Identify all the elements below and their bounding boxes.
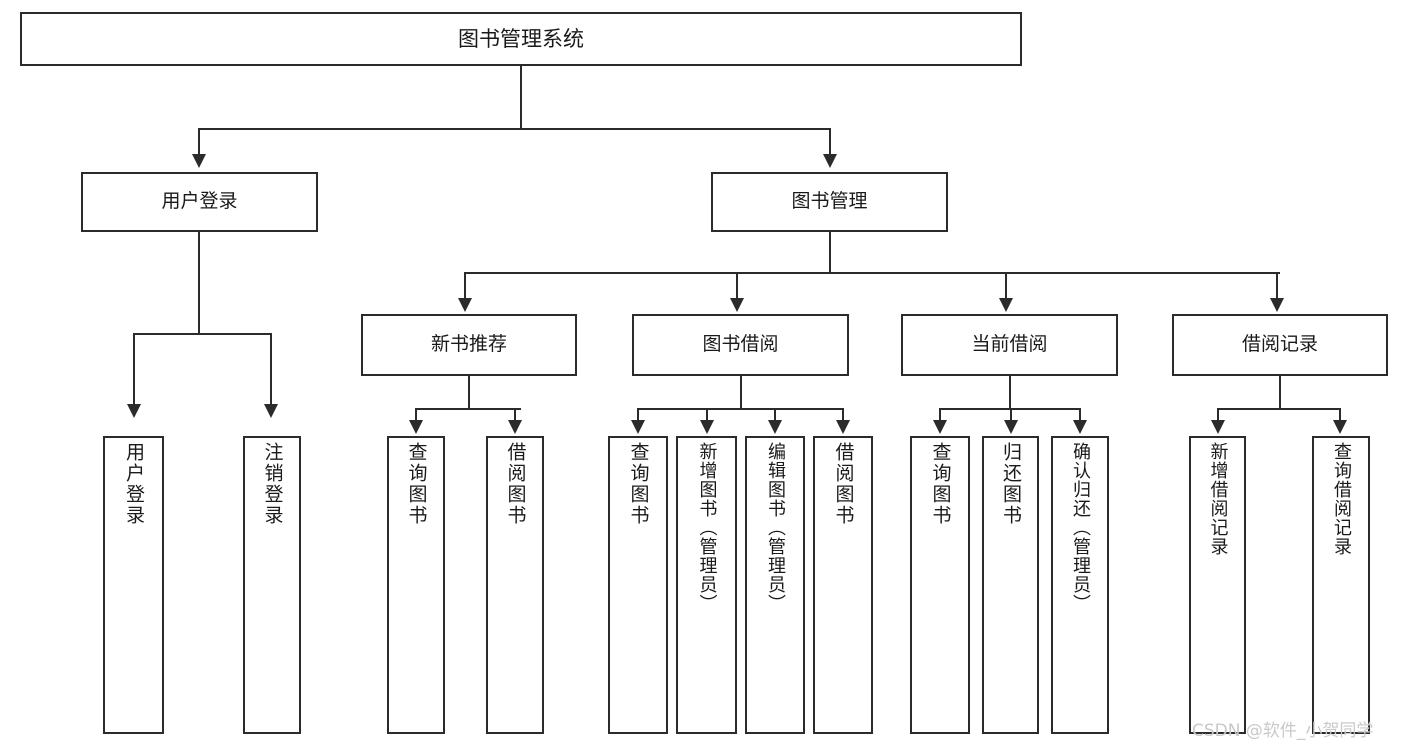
leaf-br-query-record[interactable]: 查询借阅记录 [1312, 436, 1370, 734]
node-borrow-records-label: 借阅记录 [1241, 333, 1318, 356]
leaf-cb-return-book[interactable]: 归还图书 [982, 436, 1039, 734]
arrowhead-br-query [1333, 420, 1347, 434]
arrowhead-nb-borrow [508, 420, 522, 434]
leaf-bb-query-book-label: 查询图书 [627, 442, 650, 526]
arrowhead-cb-confirm [1073, 420, 1087, 434]
leaf-cb-confirm-return-admin[interactable]: 确认归还（管理员） [1051, 436, 1109, 734]
node-book-management[interactable]: 图书管理 [711, 172, 948, 232]
connector-drop-borrow [736, 272, 738, 300]
leaf-user-login[interactable]: 用户登录 [103, 436, 164, 734]
leaf-br-add-record[interactable]: 新增借阅记录 [1189, 436, 1246, 734]
leaf-user-login-label: 用户登录 [123, 442, 145, 526]
leaf-bb-query-book[interactable]: 查询图书 [608, 436, 668, 734]
arrowhead-leaf-logout [264, 404, 278, 418]
arrowhead-bb-edit [768, 420, 782, 434]
arrowhead-borrow [730, 298, 744, 312]
leaf-br-add-record-label: 新增借阅记录 [1207, 442, 1229, 556]
node-user-login-label: 用户登录 [161, 190, 238, 213]
connector-level1-bar [198, 128, 831, 130]
leaf-bb-add-book-admin-label: 新增图书（管理员） [696, 442, 718, 613]
leaf-cb-query-book[interactable]: 查询图书 [910, 436, 970, 734]
connector-drop-bb-add [706, 408, 708, 422]
leaf-bb-borrow-book-label: 借阅图书 [832, 442, 855, 526]
node-new-book-recommend-label: 新书推荐 [430, 333, 507, 356]
arrowhead-leaf-user-login [127, 404, 141, 418]
connector-user-login-stem [198, 232, 200, 334]
connector-drop-nb-borrow [514, 408, 516, 422]
leaf-bb-edit-book-admin[interactable]: 编辑图书（管理员） [745, 436, 805, 734]
connector-new-books-bar [415, 408, 521, 410]
leaf-nb-query-book[interactable]: 查询图书 [387, 436, 445, 734]
connector-book-management-stem [829, 232, 831, 274]
arrowhead-borrow-records [1270, 298, 1284, 312]
node-current-borrow-label: 当前借阅 [971, 333, 1048, 356]
connector-drop-nb-query [415, 408, 417, 422]
connector-borrow-stem [740, 376, 742, 409]
connector-drop-cb-confirm [1079, 408, 1081, 422]
leaf-logout-label: 注销登录 [261, 442, 284, 526]
connector-borrow-bar [637, 408, 844, 410]
leaf-nb-query-book-label: 查询图书 [405, 442, 428, 526]
arrowhead-bb-query [631, 420, 645, 434]
connector-records-bar [1217, 408, 1341, 410]
connector-drop-borrow-records [1276, 272, 1278, 300]
connector-records-stem [1279, 376, 1281, 409]
leaf-nb-borrow-book[interactable]: 借阅图书 [486, 436, 544, 734]
arrowhead-bb-add [700, 420, 714, 434]
leaf-logout[interactable]: 注销登录 [243, 436, 301, 734]
leaf-cb-confirm-return-admin-label: 确认归还（管理员） [1070, 442, 1091, 613]
connector-drop-user-login [198, 128, 200, 156]
connector-root-stem [520, 66, 522, 129]
connector-drop-cb-return [1010, 408, 1012, 422]
connector-drop-current-borrow [1005, 272, 1007, 300]
connector-drop-bb-edit [774, 408, 776, 422]
node-book-borrow[interactable]: 图书借阅 [632, 314, 849, 376]
connector-drop-br-add [1217, 408, 1219, 422]
connector-user-login-bar [133, 333, 272, 335]
connector-drop-leaf-user-login [133, 333, 135, 406]
connector-drop-bb-query [637, 408, 639, 422]
node-root[interactable]: 图书管理系统 [20, 12, 1022, 66]
leaf-bb-add-book-admin[interactable]: 新增图书（管理员） [676, 436, 737, 734]
node-current-borrow[interactable]: 当前借阅 [901, 314, 1118, 376]
leaf-cb-return-book-label: 归还图书 [1000, 442, 1022, 526]
connector-drop-new-books [464, 272, 466, 300]
arrowhead-new-books [458, 298, 472, 312]
arrowhead-cb-return [1004, 420, 1018, 434]
node-new-book-recommend[interactable]: 新书推荐 [361, 314, 577, 376]
node-borrow-records[interactable]: 借阅记录 [1172, 314, 1388, 376]
connector-drop-leaf-logout [270, 333, 272, 406]
node-root-label: 图书管理系统 [458, 26, 584, 51]
arrowhead-current-borrow [999, 298, 1013, 312]
leaf-nb-borrow-book-label: 借阅图书 [504, 442, 527, 526]
arrowhead-cb-query [933, 420, 947, 434]
connector-drop-cb-query [939, 408, 941, 422]
connector-current-borrow-stem [1009, 376, 1011, 409]
arrowhead-book-manage [823, 154, 837, 168]
arrowhead-bb-borrow [836, 420, 850, 434]
leaf-br-query-record-label: 查询借阅记录 [1331, 442, 1352, 556]
connector-level2-bar [464, 272, 1280, 274]
connector-drop-bb-borrow [842, 408, 844, 422]
leaf-cb-query-book-label: 查询图书 [929, 442, 952, 526]
node-user-login[interactable]: 用户登录 [81, 172, 318, 232]
arrowhead-user-login [192, 154, 206, 168]
node-book-management-label: 图书管理 [791, 190, 868, 213]
leaf-bb-edit-book-admin-label: 编辑图书（管理员） [765, 442, 786, 613]
leaf-bb-borrow-book[interactable]: 借阅图书 [813, 436, 873, 734]
connector-drop-br-query [1339, 408, 1341, 422]
node-book-borrow-label: 图书借阅 [702, 333, 779, 356]
arrowhead-br-add [1211, 420, 1225, 434]
arrowhead-nb-query [409, 420, 423, 434]
connector-new-books-stem [468, 376, 470, 409]
connector-drop-book-manage [829, 128, 831, 156]
